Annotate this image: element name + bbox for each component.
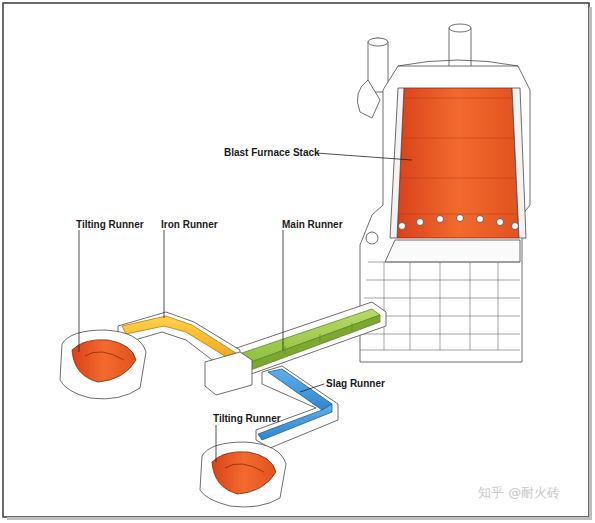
part-label: Slag Runner — [326, 378, 385, 390]
leader-line — [79, 153, 412, 462]
skimmer-block — [205, 352, 252, 395]
brick-lines — [399, 98, 518, 214]
frame-shadow — [589, 7, 592, 519]
bustle-pipe — [366, 232, 378, 244]
tilting-runner — [60, 330, 146, 399]
part-label: Main Runner — [282, 219, 343, 231]
part-label: Blast Furnace Stack — [224, 147, 320, 159]
pipe-top — [368, 38, 388, 46]
part-label: Tilting Runner — [76, 219, 144, 231]
watermark: 知乎 @耐火砖 — [478, 487, 560, 499]
hearth-bricks — [360, 262, 520, 350]
part-label: Tilting Runner — [213, 413, 281, 425]
downcomer — [357, 80, 380, 118]
stack-lining — [397, 88, 519, 238]
slag-runner — [256, 366, 338, 448]
shell-wall — [512, 88, 526, 238]
tilting-runner — [200, 442, 286, 507]
bosh — [385, 240, 520, 262]
pipe-top — [449, 24, 471, 32]
uptake-pipe — [368, 38, 388, 92]
frame — [3, 3, 589, 517]
uptake-pipe — [449, 28, 471, 70]
tuyere-row — [399, 215, 519, 230]
furnace-top — [398, 60, 518, 66]
shell-wall — [390, 88, 404, 238]
part-label: Iron Runner — [161, 219, 218, 231]
frame-shadow — [7, 517, 592, 520]
